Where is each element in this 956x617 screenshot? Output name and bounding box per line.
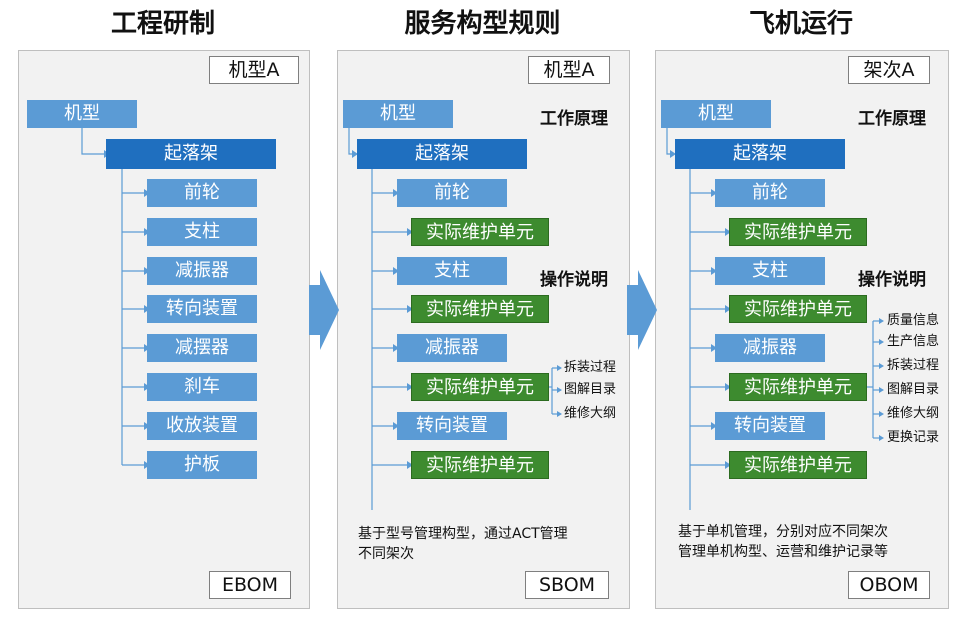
panel3-heading-operation: 操作说明 xyxy=(858,270,926,290)
title-service-config: 服务构型规则 xyxy=(404,9,561,39)
panel1-model-tag: 机型A xyxy=(209,56,299,84)
panel1-footer-tag: EBOM xyxy=(209,571,291,599)
panel2-footer-tag: SBOM xyxy=(525,571,609,599)
panel1-item: 收放装置 xyxy=(147,412,257,440)
panel3-doc-item: 维修大纲 xyxy=(887,406,940,421)
panel2-item: 前轮 xyxy=(397,179,507,207)
panel2-heading-operation: 操作说明 xyxy=(540,270,608,290)
panel3-doc-item: 图解目录 xyxy=(887,382,940,397)
panel2-maint-unit: 实际维护单元 xyxy=(411,373,549,401)
flow-arrow-1 xyxy=(309,270,339,350)
panel2-maint-unit: 实际维护单元 xyxy=(411,218,549,246)
panel3-note-line2: 管理单机构型、运营和维护记录等 xyxy=(678,544,888,560)
panel2-note-line2: 不同架次 xyxy=(358,546,414,562)
panel1-item: 前轮 xyxy=(147,179,257,207)
panel1-landing-gear-node: 起落架 xyxy=(106,139,276,169)
panel3-maint-unit: 实际维护单元 xyxy=(729,451,867,479)
panel1-root-node: 机型 xyxy=(27,100,137,128)
panel2-doc-item: 拆装过程 xyxy=(564,360,617,375)
panel2-note-line1: 基于型号管理构型，通过ACT管理 xyxy=(358,526,568,542)
panel2-item: 转向装置 xyxy=(397,412,507,440)
panel3-maint-unit: 实际维护单元 xyxy=(729,295,867,323)
panel2-doc-item: 图解目录 xyxy=(564,382,617,397)
panel3-item: 减振器 xyxy=(715,334,825,362)
panel1-item: 减振器 xyxy=(147,257,257,285)
panel3-landing-gear-node: 起落架 xyxy=(675,139,845,169)
panel2-maint-unit: 实际维护单元 xyxy=(411,451,549,479)
panel2-heading-principle: 工作原理 xyxy=(540,109,608,129)
panel2-item: 支柱 xyxy=(397,257,507,285)
panel3-footer-tag: OBOM xyxy=(848,571,930,599)
panel2-item: 减振器 xyxy=(397,334,507,362)
panel3-doc-item: 更换记录 xyxy=(887,430,940,445)
panel1-item: 转向装置 xyxy=(147,295,257,323)
panel3-maint-unit: 实际维护单元 xyxy=(729,218,867,246)
panel3-doc-item: 拆装过程 xyxy=(887,358,940,373)
panel2-root-node: 机型 xyxy=(343,100,453,128)
panel2-doc-item: 维修大纲 xyxy=(564,406,617,421)
panel2-model-tag: 机型A xyxy=(528,56,610,84)
title-engineering: 工程研制 xyxy=(110,9,215,39)
panel3-root-node: 机型 xyxy=(661,100,771,128)
panel1-item: 护板 xyxy=(147,451,257,479)
panel1-item: 支柱 xyxy=(147,218,257,246)
panel1-item: 刹车 xyxy=(147,373,257,401)
panel2-landing-gear-node: 起落架 xyxy=(357,139,527,169)
panel3-item: 前轮 xyxy=(715,179,825,207)
panel3-maint-unit: 实际维护单元 xyxy=(729,373,867,401)
panel3-note-line1: 基于单机管理，分别对应不同架次 xyxy=(678,524,888,540)
panel3-item: 转向装置 xyxy=(715,412,825,440)
title-operation: 飞机运行 xyxy=(748,9,853,39)
panel3-item: 支柱 xyxy=(715,257,825,285)
panel3-heading-principle: 工作原理 xyxy=(858,109,926,129)
panel1-item: 减摆器 xyxy=(147,334,257,362)
panel2-maint-unit: 实际维护单元 xyxy=(411,295,549,323)
panel3-doc-item: 质量信息 xyxy=(887,313,940,328)
panel3-doc-item: 生产信息 xyxy=(887,334,940,349)
panel3-aircraft-tag: 架次A xyxy=(848,56,930,84)
flow-arrow-2 xyxy=(627,270,657,350)
